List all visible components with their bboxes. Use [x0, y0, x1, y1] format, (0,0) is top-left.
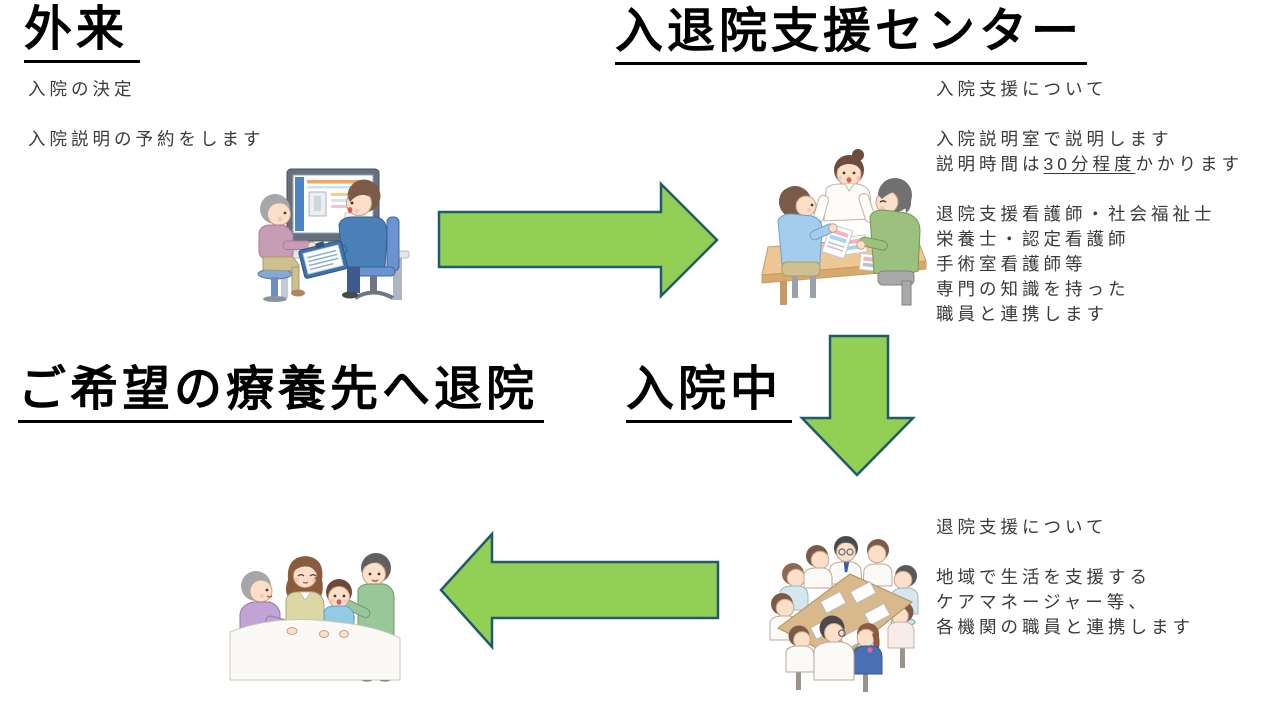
staff-line: 専門の知識を持った: [936, 279, 1130, 299]
admission-room-line: 入院説明室で説明します: [936, 129, 1173, 149]
flow-arrow-left: [439, 530, 720, 651]
staff-member: [779, 563, 809, 611]
duration-post: かかります: [1135, 154, 1243, 174]
heading-inpatient: 入院中: [626, 364, 793, 423]
nurse: [312, 179, 388, 299]
duration-pre: 説明時間は: [936, 154, 1044, 174]
flow-arrow-right: [437, 180, 719, 300]
bed: [229, 619, 401, 681]
outpatient-notes: 入院の決定 入院説明の予約をします: [28, 77, 265, 152]
staff-line: 栄養士・認定看護師: [936, 229, 1130, 249]
heading-support-center: 入退院支援センター: [615, 6, 1088, 65]
heading-discharge-destination: ご希望の療養先へ退院: [18, 364, 545, 423]
staff-with-glasses: [813, 615, 855, 681]
staff-member: [803, 545, 833, 589]
staff-line: 手術室看護師等: [936, 254, 1087, 274]
note-admission-decision: 入院の決定: [28, 79, 136, 99]
duration-underlined: 30分程度: [1043, 154, 1136, 174]
doctor: [828, 536, 863, 585]
discharge-support-notes: 退院支援について 地域で生活を支援する ケアマネージャー等、 各機関の職員と連携…: [936, 515, 1194, 640]
discharge-line: 地域で生活を支援する: [936, 567, 1151, 587]
note-reserve-explanation: 入院説明の予約をします: [28, 129, 265, 149]
staff-member: [862, 539, 893, 587]
staff-line: 職員と連携します: [936, 304, 1108, 324]
staff-member: [785, 625, 815, 673]
admission-explanation-meeting-illustration: [761, 149, 927, 306]
grandmother: [239, 571, 299, 641]
admission-duration-line: 説明時間は30分程度かかります: [936, 152, 1243, 177]
discharge-line: 各機関の職員と連携します: [936, 617, 1194, 637]
family-at-home-bedside-illustration: [229, 553, 401, 682]
nurse-explaining: [812, 149, 880, 229]
care-manager: [853, 623, 883, 675]
admission-support-notes: 入院支援について 入院説明室で説明します 説明時間は30分程度かかります 退院支…: [936, 77, 1243, 327]
mother-listening: [777, 186, 854, 298]
multidisciplinary-discharge-conference-illustration: [769, 536, 919, 692]
discharge-support-intro: 退院支援について: [936, 517, 1108, 537]
discharge-line: ケアマネージャー等、: [936, 592, 1150, 612]
elderly-patient: [258, 194, 317, 297]
staff-line: 退院支援看護師・社会福祉士: [936, 204, 1216, 224]
clipboard: [298, 240, 348, 279]
father-listening: [856, 178, 921, 306]
flow-arrow-down: [799, 334, 916, 477]
heading-outpatient: 外来: [24, 4, 141, 63]
outpatient-computer-consultation-illustration: [257, 168, 410, 302]
admission-support-intro: 入院支援について: [936, 79, 1108, 99]
